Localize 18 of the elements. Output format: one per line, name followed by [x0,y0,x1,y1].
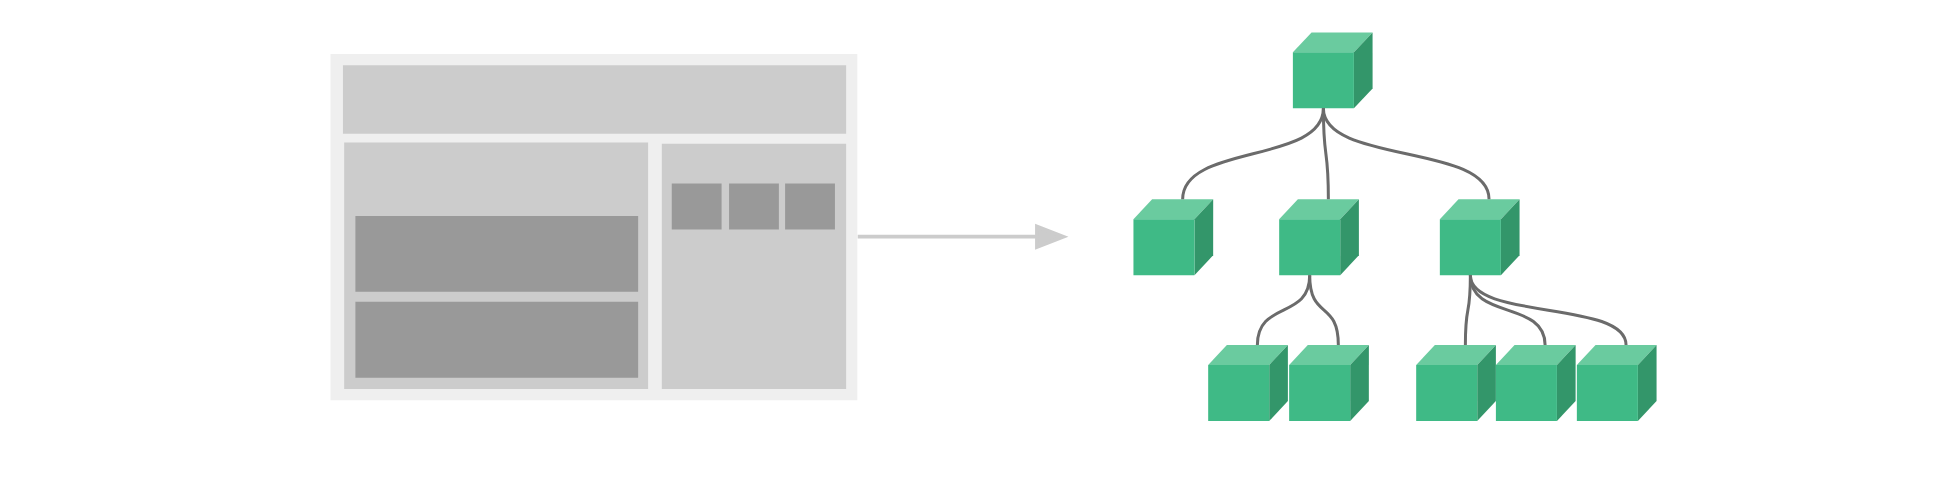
connector-line [1308,275,1340,346]
connector-line [1468,274,1628,346]
content-block [355,215,639,292]
header-block [342,65,847,134]
connector-line [1321,108,1491,200]
component-cube [1292,32,1373,109]
component-cube [1279,199,1359,276]
component-cube [1495,345,1576,421]
component-cube [1439,199,1520,276]
component-cube [1416,345,1496,421]
component-cube [1133,199,1214,276]
thumbnail-block [671,183,722,230]
component-cube [1289,345,1369,421]
content-block [355,301,639,378]
component-cube [1576,345,1657,421]
thumbnail-block [729,183,779,230]
thumbnail-block [785,183,835,230]
component-cube [1208,345,1288,421]
